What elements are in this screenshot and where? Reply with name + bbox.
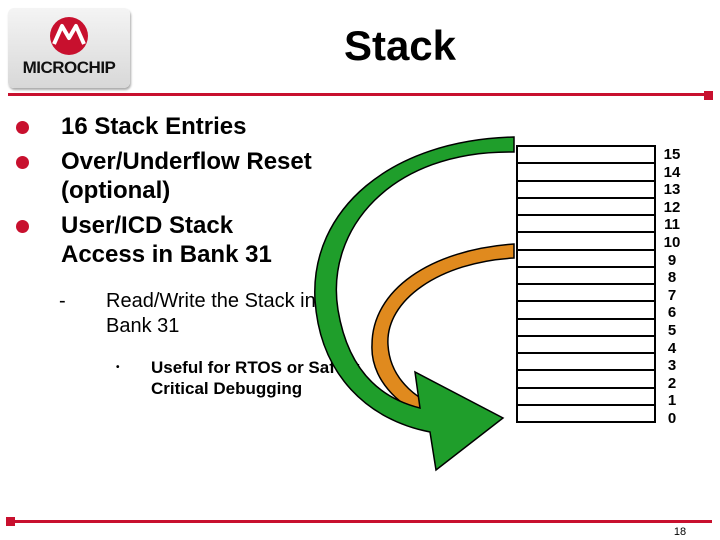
stack-cell — [518, 147, 654, 165]
bullet-dot-icon — [16, 156, 29, 169]
page-number: 18 — [673, 526, 687, 538]
stack-cell — [518, 233, 654, 251]
stack-entry-label: 9 — [667, 251, 677, 269]
stack-entry-label: 14 — [663, 163, 681, 181]
stack-entry-label: 15 — [663, 146, 681, 163]
sub-sub-bullet-label: Useful for RTOS or Safety Critical Debug… — [151, 358, 360, 398]
top-divider-endcap — [704, 91, 713, 100]
bottom-divider — [8, 520, 712, 523]
stack-cell — [518, 216, 654, 234]
bullet-label: 16 Stack Entries — [61, 113, 247, 140]
stack-entry-label: 4 — [667, 339, 677, 357]
stack-entry-label: 12 — [663, 198, 681, 216]
microchip-logo-icon — [50, 17, 88, 55]
top-divider — [8, 93, 712, 96]
dash-marker: - — [59, 290, 66, 312]
microchip-logo: MICROCHIP — [8, 8, 130, 88]
stack-cell — [518, 406, 654, 421]
stack-cell — [518, 268, 654, 285]
stack-entry-label: 6 — [667, 304, 677, 322]
stack-cell — [518, 371, 654, 389]
stack-entry-label: 10 — [663, 233, 681, 251]
stack-cell — [518, 354, 654, 372]
logo-wordmark: MICROCHIP — [22, 58, 116, 77]
sub-sub-bullet-item: • Useful for RTOS or Safety Critical Deb… — [16, 357, 361, 399]
stack-diagram — [516, 145, 656, 423]
stack-cell — [518, 251, 654, 268]
bullet-dot-icon — [16, 121, 29, 134]
bullet-label: User/ICD Stack Access in Bank 31 — [61, 212, 272, 268]
dot-marker: • — [116, 362, 120, 373]
stack-entry-label: 5 — [667, 321, 677, 339]
bullet-dot-icon — [16, 220, 29, 233]
sub-bullet-label: Read/Write the Stack in Bank 31 — [106, 290, 316, 337]
page-title: Stack — [343, 22, 457, 69]
stack-cell — [518, 320, 654, 337]
bottom-divider-endcap — [6, 517, 15, 526]
stack-cell — [518, 199, 654, 216]
bullet-item: Over/Underflow Reset (optional) — [16, 147, 361, 205]
stack-entry-label: 13 — [663, 181, 681, 199]
green-arrow-icon — [314, 136, 515, 472]
bullet-item: 16 Stack Entries — [16, 112, 376, 141]
sub-bullet-item: - Read/Write the Stack in Bank 31 — [16, 289, 356, 339]
bullet-label: Over/Underflow Reset (optional) — [61, 148, 312, 204]
stack-cell — [518, 389, 654, 406]
bullet-list: 16 Stack Entries Over/Underflow Reset (o… — [16, 112, 376, 399]
stack-entry-label: 7 — [667, 286, 677, 304]
stack-entry-label: 8 — [667, 269, 677, 287]
stack-entry-label: 2 — [667, 374, 677, 392]
stack-cell — [518, 182, 654, 199]
stack-cell — [518, 337, 654, 354]
stack-entry-label: 1 — [667, 392, 677, 410]
stack-cell — [518, 164, 654, 182]
stack-cell — [518, 302, 654, 320]
stack-entry-label: 11 — [664, 216, 680, 234]
stack-cell — [518, 285, 654, 303]
bullet-item: User/ICD Stack Access in Bank 31 — [16, 211, 311, 269]
stack-entry-label: 0 — [667, 409, 677, 427]
stack-entry-label: 3 — [667, 357, 677, 375]
